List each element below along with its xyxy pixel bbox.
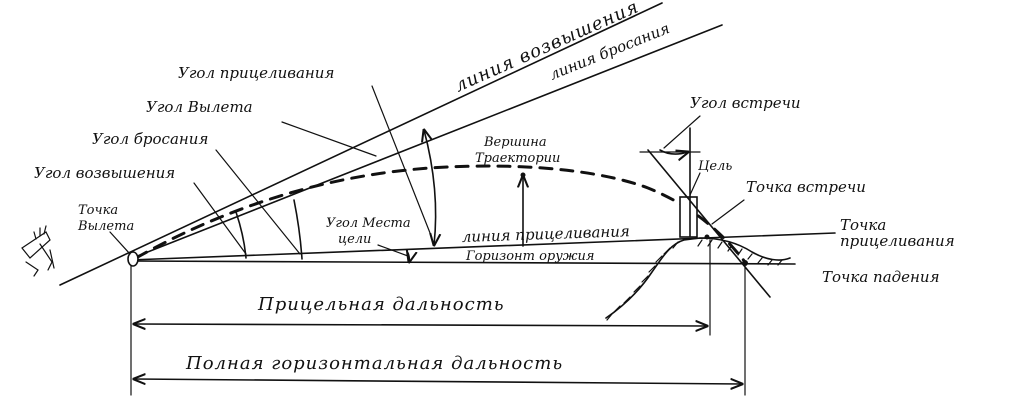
target-place-leader <box>377 244 409 257</box>
aiming-range-dimension <box>134 324 707 326</box>
target-label: Цель <box>698 159 732 174</box>
aiming-line-label: линия прицеливания <box>462 222 631 246</box>
departure-angle-label: Угол Вылета <box>146 98 253 116</box>
full-range-dimension <box>134 379 742 384</box>
meeting-angle-label: Угол встречи <box>690 94 801 112</box>
fall-point-marker <box>742 260 748 266</box>
vertex-dot <box>520 172 526 178</box>
weapon-icon <box>21 225 55 277</box>
target-place-angle-label-1: Угол Места <box>326 216 411 231</box>
fall-point-label: Точка падения <box>822 268 940 286</box>
terrain-hill <box>605 237 791 319</box>
aiming-line <box>129 232 836 261</box>
weapon-horizon-label: Горизонт оружия <box>465 249 595 264</box>
elevation-angle-leader <box>193 182 247 255</box>
full-range-label: Полная горизонтальная дальность <box>185 353 563 374</box>
meeting-tangent-line <box>647 149 771 298</box>
departure-point-label-2: Вылета <box>77 219 134 234</box>
departure-angle-leader <box>281 121 377 157</box>
aiming-point-label-1: Точка <box>840 216 886 234</box>
target-place-angle-label-2: цели <box>338 232 371 247</box>
aiming-range-label: Прицельная дальность <box>257 294 505 315</box>
elevation-angle-label: Угол возвышения <box>34 164 175 182</box>
aiming-angle-leader <box>371 85 433 239</box>
trajectory-vertex-label-2: Траектории <box>475 151 560 166</box>
throw-angle-label: Угол бросания <box>92 130 208 148</box>
aiming-angle-arc <box>424 130 436 245</box>
aiming-point-label-2: прицеливания <box>840 232 955 250</box>
aiming-angle-label: Угол прицеливания <box>178 64 334 82</box>
throw-angle-arc <box>293 199 303 260</box>
weapon-horizon-line <box>129 260 796 265</box>
meeting-angle-leader <box>663 115 701 149</box>
departure-point-label-1: Точка <box>78 203 118 218</box>
meeting-point-label: Точка встречи <box>746 178 866 196</box>
trajectory-vertex-label-1: Вершина <box>483 135 547 150</box>
target-leader <box>689 172 701 196</box>
target-place-angle-arc <box>408 253 409 262</box>
departure-point-leader <box>109 231 131 255</box>
meeting-point-leader <box>711 199 745 225</box>
departure-point-marker <box>127 251 139 267</box>
elevation-line <box>59 2 663 286</box>
aiming-point-marker <box>704 234 710 240</box>
meeting-angle-arc <box>659 149 688 154</box>
target-box <box>679 196 698 238</box>
throw-angle-leader <box>215 149 301 255</box>
